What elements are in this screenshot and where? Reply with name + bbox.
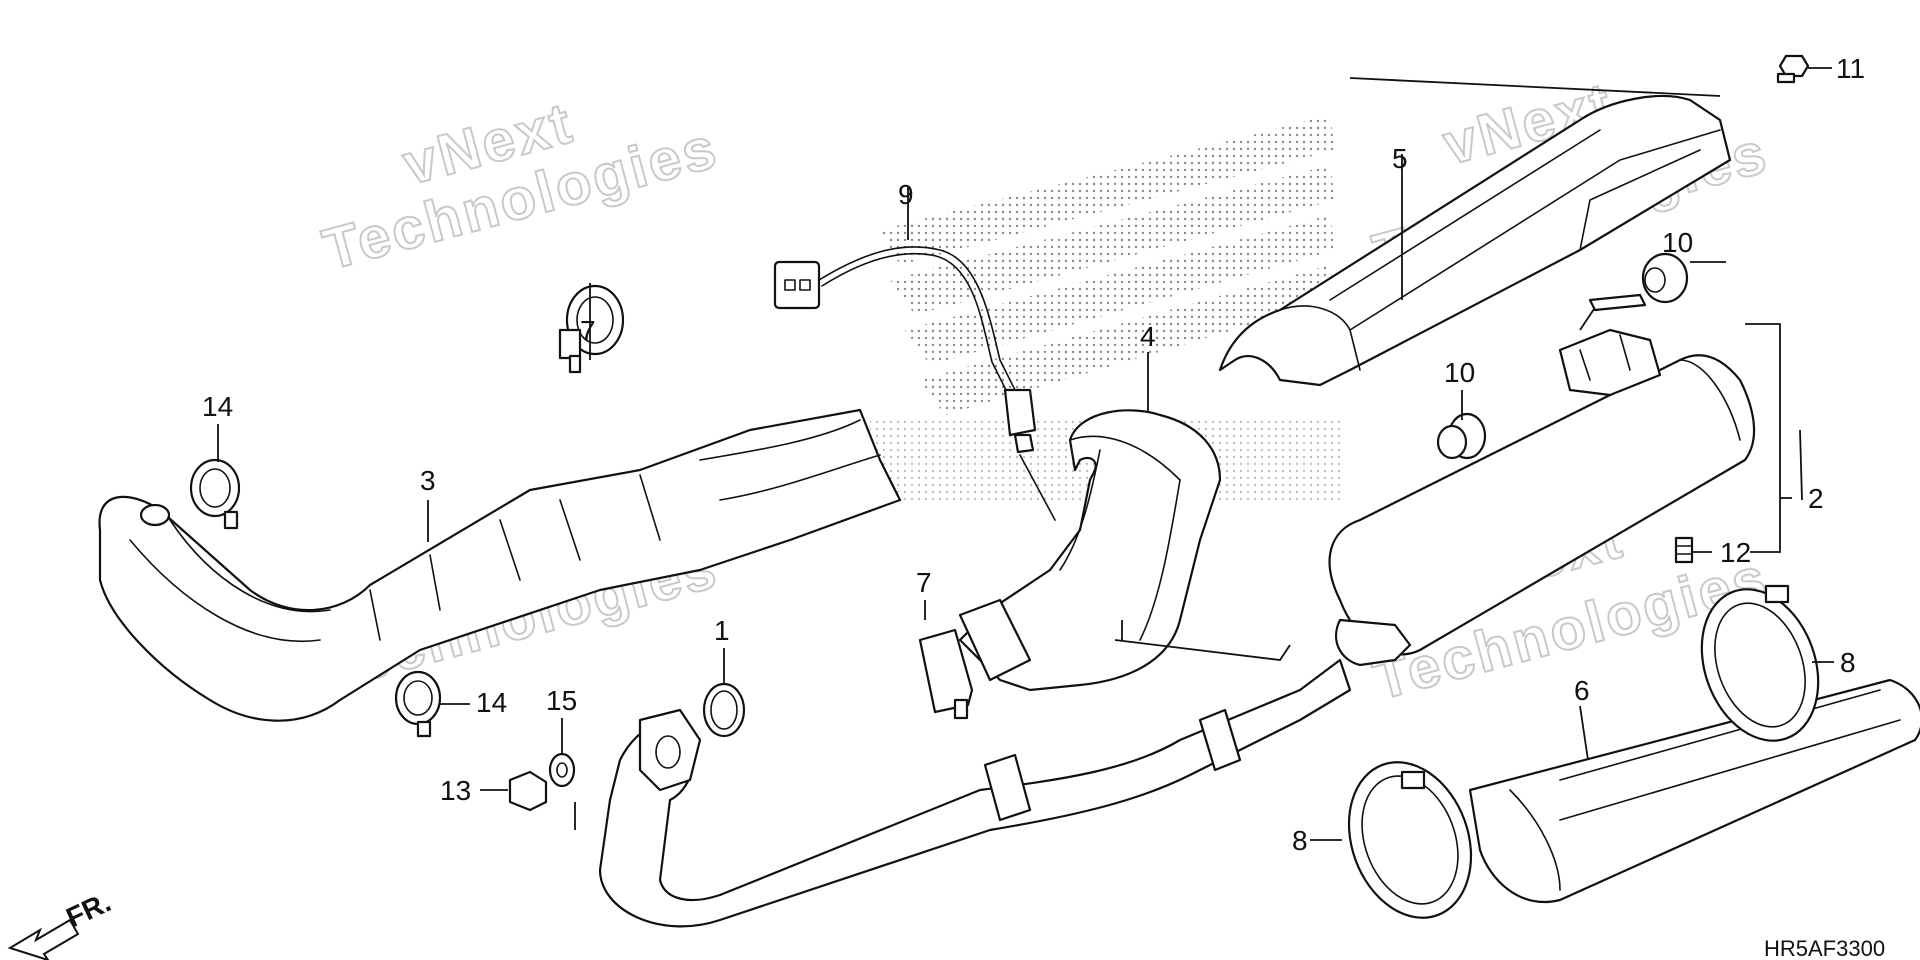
callout-7a: 7 [580, 315, 596, 346]
part-4-middle-pipe [958, 409, 1222, 692]
part-5-heat-shield [1218, 94, 1732, 387]
callout-13: 13 [440, 775, 471, 806]
part-9-o2-sensor [773, 246, 1056, 521]
callout-10a: 10 [1662, 227, 1693, 258]
callout-12: 12 [1720, 537, 1751, 568]
part-8-clamp-left [1347, 761, 1473, 919]
part-14-clamp-upper [189, 458, 241, 530]
part-3-front-pipe [98, 408, 902, 722]
part-7-clamp-lower [918, 628, 974, 720]
lower-exhaust-pipe [598, 658, 1352, 928]
part-10-grommet-right [1641, 252, 1689, 304]
callout-1: 1 [714, 615, 730, 646]
callout-3: 3 [420, 465, 436, 496]
callout-14b: 14 [476, 687, 507, 718]
part-1-gasket [702, 682, 746, 738]
part-10-grommet-left [1436, 412, 1487, 460]
part-13-nut [508, 770, 548, 812]
callout-4: 4 [1140, 321, 1156, 352]
callout-15: 15 [546, 685, 577, 716]
part-6-end-cover [1468, 678, 1920, 903]
callout-8a: 8 [1840, 647, 1856, 678]
callout-6: 6 [1574, 675, 1590, 706]
callout-11: 11 [1836, 53, 1865, 84]
part-7-clamp-upper [558, 284, 625, 374]
callout-2: 2 [1808, 483, 1824, 514]
diagram-code: HR5AF3300 [1764, 936, 1885, 960]
callout-7b: 7 [916, 567, 932, 598]
part-11-bolt [1349, 54, 1810, 97]
part-14-clamp-lower [394, 670, 442, 738]
callout-14a: 14 [202, 391, 233, 422]
leader-lines [217, 67, 1834, 841]
callout-9: 9 [898, 179, 914, 210]
front-direction-arrow: FR. [7, 886, 115, 960]
part-2-muffler [1328, 293, 1756, 667]
callout-5: 5 [1392, 143, 1408, 174]
part-8-clamp-right [1700, 584, 1820, 742]
callout-labels: 1 2 3 4 5 6 7 7 8 8 9 10 10 11 12 13 14 … [202, 53, 1865, 856]
callout-8b: 8 [1292, 825, 1308, 856]
callout-10b: 10 [1444, 357, 1475, 388]
part-12-fitting [1674, 536, 1694, 564]
dotted-wing-emblem [870, 115, 1340, 500]
part-15-washer [548, 752, 576, 788]
